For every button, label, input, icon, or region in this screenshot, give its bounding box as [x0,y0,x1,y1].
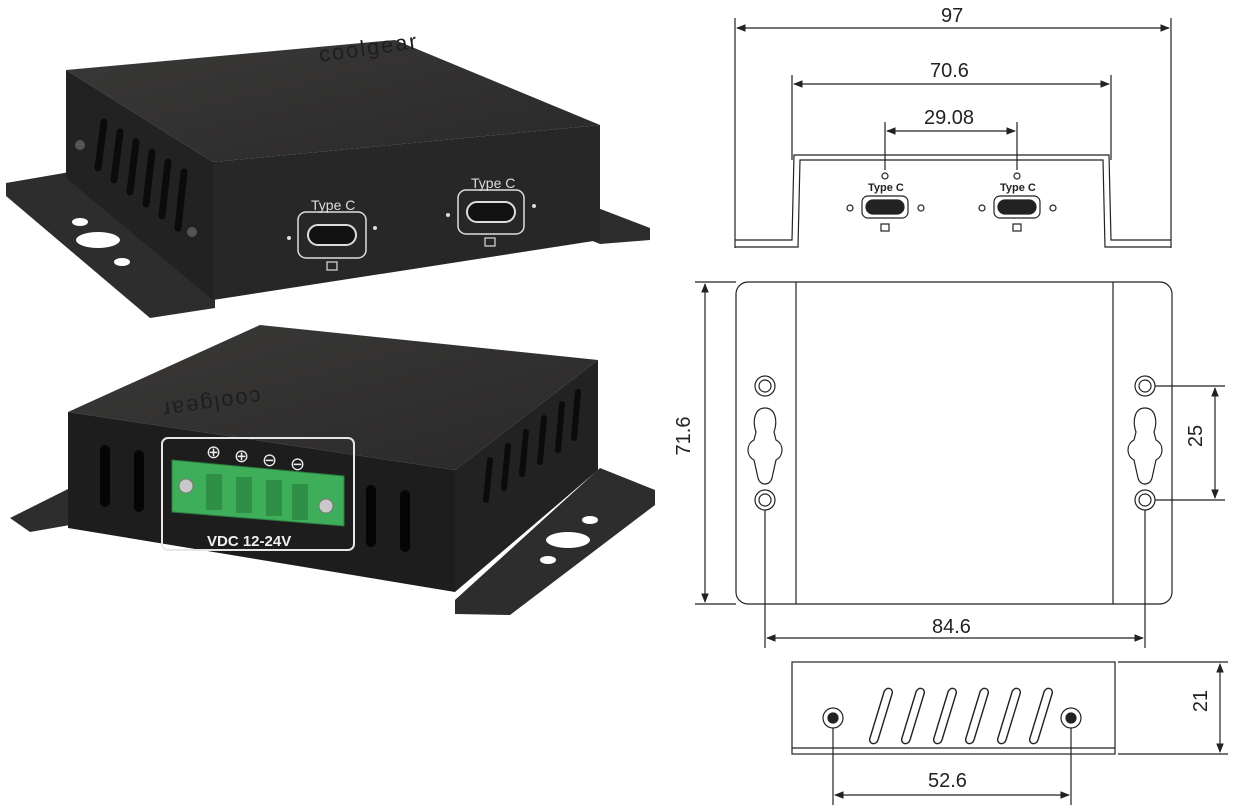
keyhole-slot-right [1127,407,1163,485]
usb-c-port-1: Type C [287,197,377,271]
front-vents [100,445,410,552]
dim-depth: 71.6 [673,417,695,456]
dim-hole-spacing: 25 [1185,425,1207,447]
side-outline [791,661,1116,755]
enclosure-front-face [213,125,600,300]
flange-hole-icon [72,218,88,226]
enclosure-top-face [66,40,600,162]
terminal-frame [161,437,355,551]
drawing-port-label: Type C [1000,182,1036,194]
dim-height: 21 [1190,690,1212,712]
screw-icon [187,227,197,237]
dim-bracket-width: 70.6 [930,60,969,82]
drawing-port-label: Type C [868,182,904,194]
port-label: Type C [471,175,515,191]
usb-c-port-2: Type C [446,175,536,247]
terminal-polarity-symbols: ⊕ ⊕ ⊖ ⊖ [206,442,305,474]
top-view-drawing [695,281,1225,648]
drawing-port-2 [978,172,1057,232]
flange-keyhole-icon [76,232,120,248]
front-profile-outline [735,154,1171,241]
top-outline [735,281,1173,605]
product-photo-usb-c-side: coolgear Type C Type C [6,28,650,318]
dim-port-spacing: 29.08 [924,107,974,129]
front-view-drawing [734,18,1172,248]
mounting-flange-left [10,488,70,532]
polarity-symbol: ⊕ [206,442,221,462]
mounting-flange-right [590,205,650,244]
product-photo-power-side: coolgear ⊕ ⊕ ⊖ ⊖ VDC 12-24V [10,325,655,615]
power-terminal-block [171,459,345,527]
enclosure-top-face [68,325,598,470]
polarity-symbol: ⊖ [262,450,277,470]
keyhole-slot-left [747,407,783,485]
side-view-drawing [791,661,1228,805]
voltage-label: VDC 12-24V [207,533,291,550]
drawing-port-1 [846,172,925,232]
polarity-symbol: ⊕ [234,446,249,466]
side-vents [94,118,188,232]
side-vent-slots [868,687,1054,745]
dim-screw-spacing: 52.6 [928,770,967,792]
polarity-symbol: ⊖ [290,454,305,474]
dim-mount-spacing: 84.6 [932,616,971,638]
flange-hole-icon [114,258,130,266]
flange-hole-icon [582,516,598,524]
side-vents [483,389,581,503]
screw-icon [75,140,85,150]
port-label: Type C [311,197,355,213]
dim-overall-width: 97 [941,5,963,27]
flange-hole-icon [540,556,556,564]
flange-keyhole-icon [546,532,590,548]
